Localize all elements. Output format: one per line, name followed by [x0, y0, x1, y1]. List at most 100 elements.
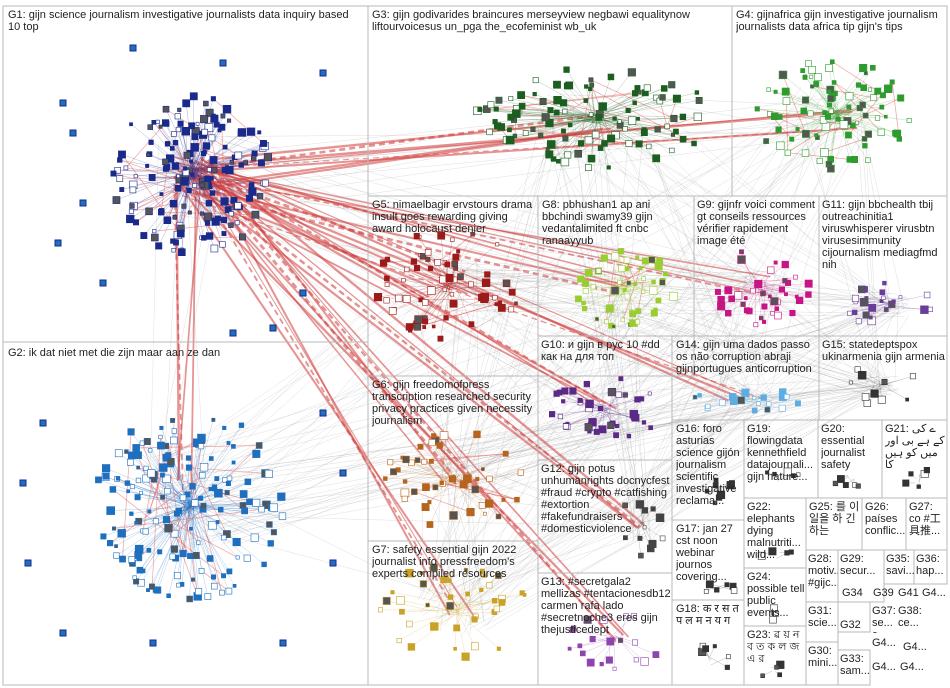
node-g6 [485, 500, 493, 508]
node-g10 [608, 422, 615, 429]
node-g1 [210, 176, 214, 180]
node-g4 [785, 150, 791, 156]
node-g3 [584, 99, 588, 103]
edge [442, 483, 517, 500]
node-g3 [589, 113, 593, 117]
node-g8 [621, 318, 625, 322]
node-g2 [148, 449, 152, 453]
node-g6 [472, 486, 479, 493]
node-satellite [150, 640, 156, 646]
node-g9 [750, 288, 755, 293]
node-g9 [774, 261, 777, 264]
node-g3 [653, 155, 660, 162]
node-g5 [454, 266, 458, 270]
node-g9 [761, 291, 766, 296]
node-g14 [706, 404, 711, 409]
node-g2 [125, 450, 129, 454]
node-g1 [170, 200, 177, 207]
node-g4 [808, 111, 813, 116]
node-g11 [865, 296, 868, 299]
node-g2 [221, 574, 225, 578]
node-g5 [427, 287, 435, 295]
node-g1 [264, 154, 272, 162]
node-g2 [165, 524, 173, 532]
group-label-g13: G13: #secretgala2 mellizas #tentacionesd… [541, 576, 671, 684]
node-satellite [230, 330, 236, 336]
node-g2 [232, 461, 235, 464]
node-g2 [199, 568, 204, 573]
node-g9 [805, 280, 812, 287]
node-g2 [135, 452, 142, 459]
node-g2 [159, 464, 167, 472]
node-g5 [444, 316, 449, 321]
node-g1 [130, 123, 133, 126]
node-g4 [847, 157, 853, 163]
node-g1 [173, 140, 178, 145]
node-satellite [270, 325, 276, 331]
node-g8 [601, 255, 608, 262]
node-g2 [118, 529, 126, 537]
node-g5 [404, 267, 409, 272]
node-satellite [280, 640, 286, 646]
node-g1 [187, 188, 192, 193]
node-g10 [558, 414, 563, 419]
node-g2 [189, 527, 192, 530]
node-g1 [239, 163, 244, 168]
node-g9 [734, 292, 742, 300]
node-g1 [207, 168, 211, 172]
node-g9 [762, 304, 767, 309]
node-g1 [257, 193, 263, 199]
group-label-g28: G28: motiv... #gijc... [808, 553, 838, 597]
node-g2 [251, 534, 258, 541]
edge [711, 657, 728, 665]
node-g8 [583, 288, 589, 294]
node-g1 [134, 174, 138, 178]
node-g3 [533, 77, 538, 82]
node-g7 [462, 653, 470, 661]
node-g9 [779, 287, 785, 293]
node-g2 [197, 541, 201, 545]
node-g3 [670, 148, 675, 153]
node-g2 [223, 426, 227, 430]
node-g1 [228, 167, 232, 171]
node-g1 [246, 195, 252, 201]
node-g10 [614, 433, 619, 438]
node-g1 [191, 173, 194, 176]
node-g8 [649, 257, 655, 263]
node-g5 [503, 280, 510, 287]
node-g5 [509, 307, 514, 312]
node-g8 [652, 280, 656, 284]
group-label-g20: G20: essential journalist safety [821, 423, 882, 497]
edge [176, 494, 453, 542]
node-g8 [663, 272, 667, 276]
node-g2 [127, 459, 133, 465]
node-g1 [211, 97, 216, 102]
node-g10 [562, 388, 568, 394]
group-label-g39: G4... [903, 641, 931, 655]
node-g2 [129, 556, 135, 562]
node-g2 [147, 548, 151, 552]
node-g1 [178, 108, 182, 112]
node-g10 [648, 392, 651, 395]
node-g3 [488, 102, 494, 108]
node-g17 [704, 589, 708, 593]
node-g6 [487, 476, 493, 482]
group-label-g35: G35: savi... [886, 553, 914, 583]
node-g5 [443, 288, 447, 292]
node-g7 [378, 608, 382, 612]
node-g10 [594, 429, 600, 435]
group-label-g43: G4... [922, 587, 947, 601]
node-g4 [790, 137, 794, 141]
node-g3 [590, 83, 594, 87]
node-g4 [809, 66, 816, 73]
group-label-g27: G27: co #工 具推... [909, 501, 947, 549]
node-g8 [650, 287, 658, 295]
node-g6 [429, 459, 433, 463]
node-g8 [582, 301, 586, 305]
node-g2 [244, 555, 250, 561]
node-g2 [211, 575, 215, 579]
group-label-g44: G4... [872, 661, 896, 675]
node-g1 [203, 143, 210, 150]
node-g10 [615, 424, 619, 428]
